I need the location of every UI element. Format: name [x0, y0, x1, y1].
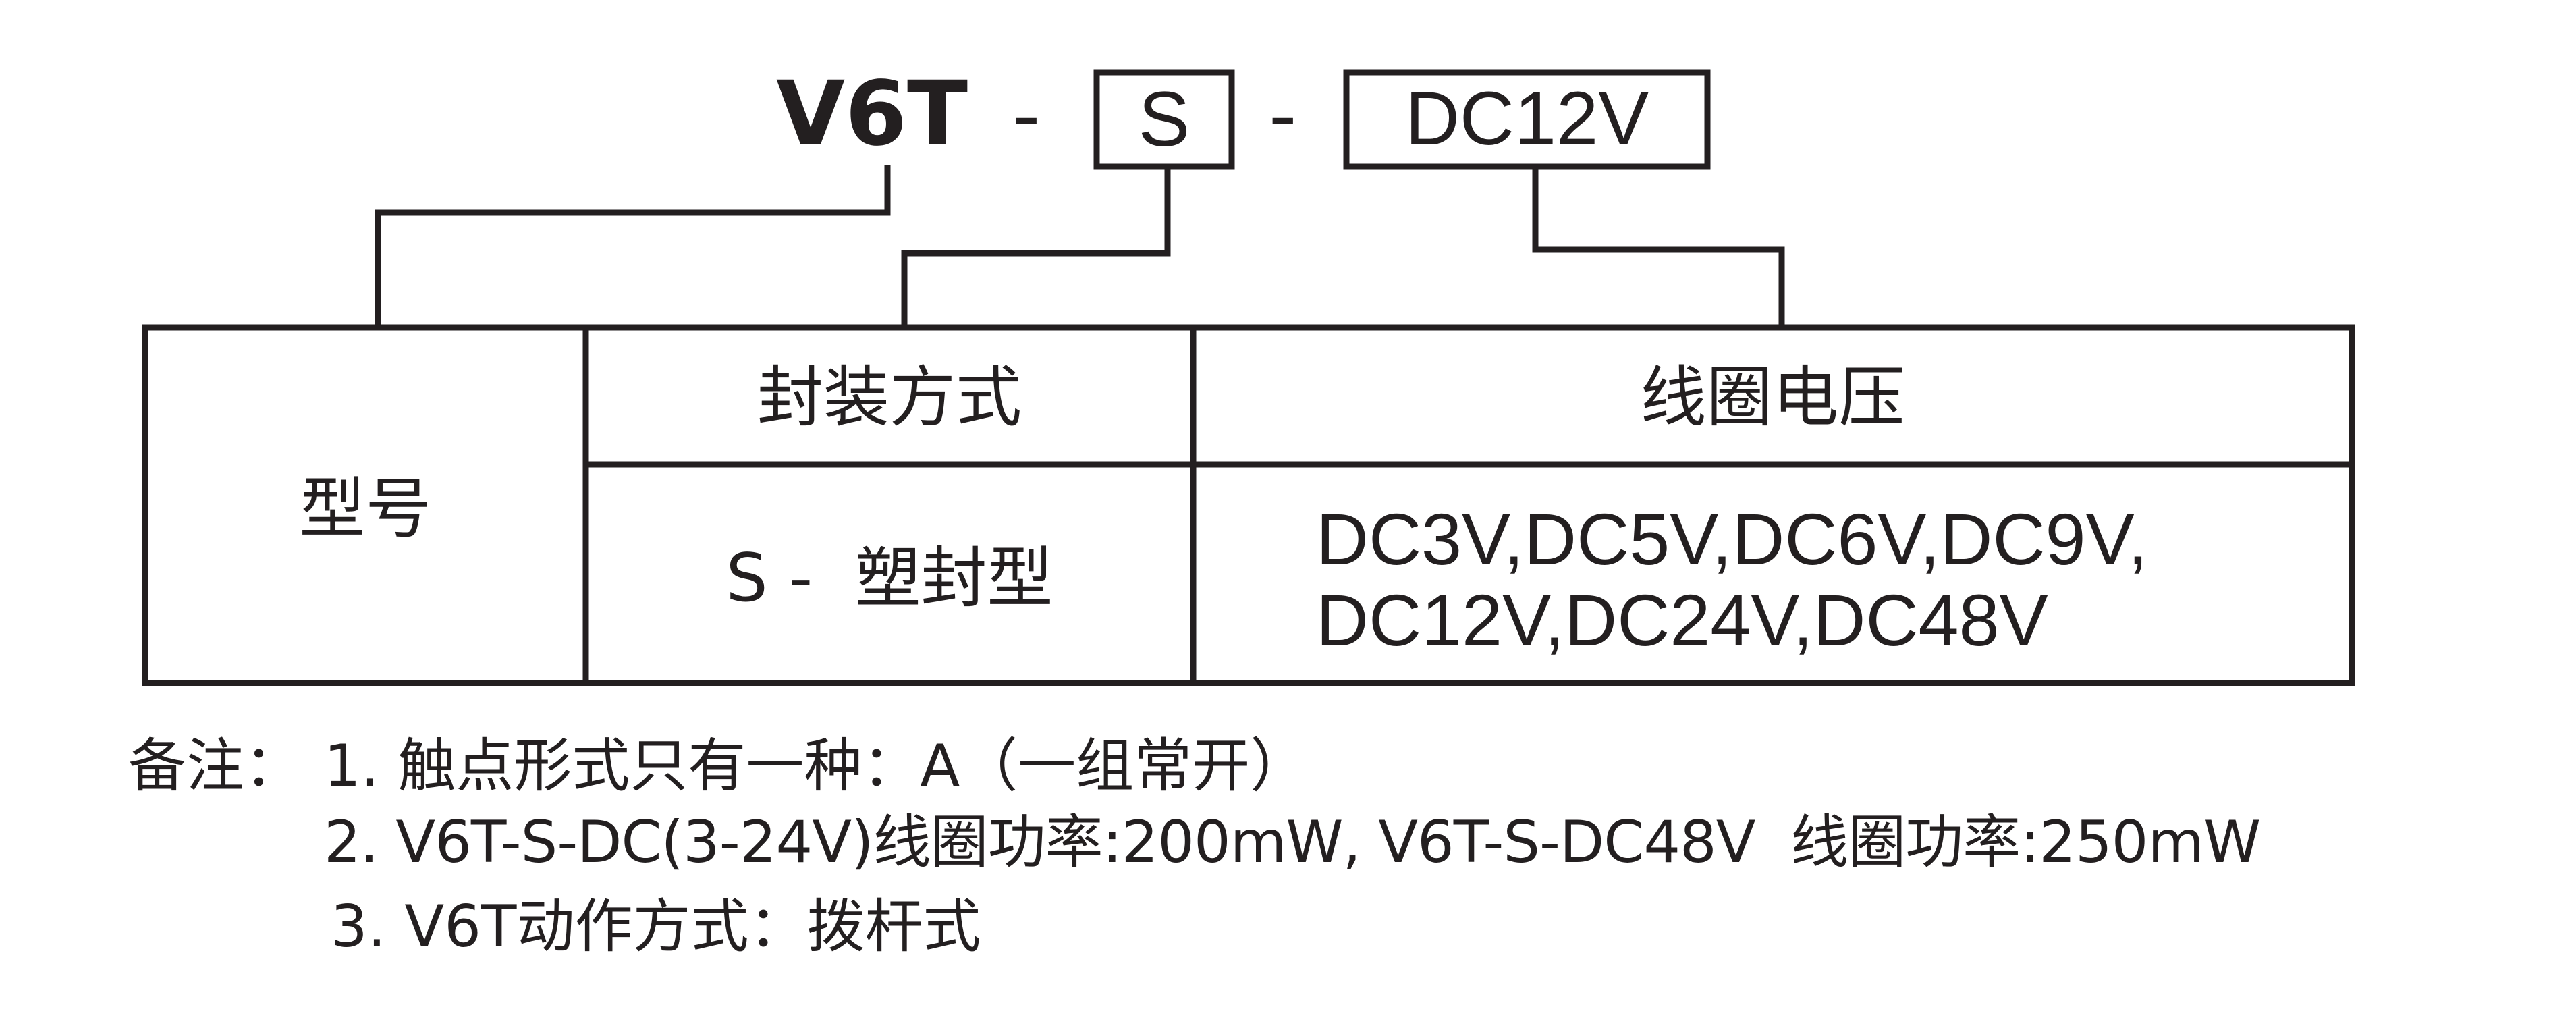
connector-model	[375, 165, 891, 327]
package-code: S	[1138, 76, 1190, 163]
model-dash-2: -	[1269, 71, 1297, 161]
model-prefix: V6T	[776, 62, 968, 166]
connector-voltage	[1532, 167, 1785, 327]
note-3: 3. V6T动作方式：拨杆式	[331, 893, 981, 961]
voltage-code: DC12V	[1404, 76, 1649, 161]
note-2: 2. V6T-S-DC(3-24V)线圈功率:200mW, V6T-S-DC48…	[324, 809, 2261, 876]
spec-table-border	[142, 324, 2355, 686]
connector-package	[901, 167, 1171, 327]
notes-label: 备注：	[128, 732, 302, 800]
voltage-code-box	[1343, 69, 1711, 170]
row-header-model: 型号	[299, 470, 432, 547]
note-1: 1. 触点形式只有一种：A（一组常开）	[324, 732, 1309, 800]
coil-voltage-value-line2: DC12V,DC24V,DC48V	[1316, 579, 2048, 661]
package-value: S - 塑封型	[725, 540, 1053, 617]
model-dash-1: -	[1012, 71, 1041, 161]
col-header-package: 封装方式	[757, 359, 1022, 436]
package-code-box	[1093, 69, 1235, 170]
col-header-coil-voltage: 线圈电压	[1640, 359, 1905, 436]
coil-voltage-value-line1: DC3V,DC5V,DC6V,DC9V,	[1316, 498, 2148, 580]
